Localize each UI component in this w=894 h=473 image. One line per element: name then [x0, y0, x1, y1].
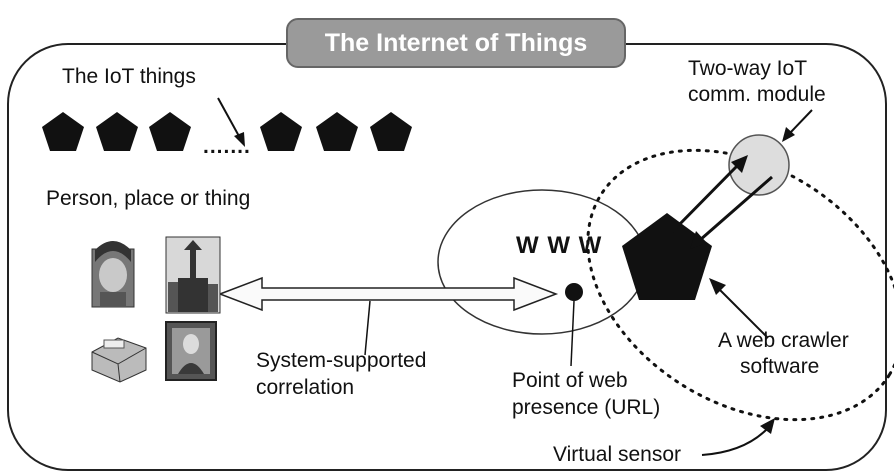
crawler-label-arrow [717, 287, 769, 339]
arrowhead-icon [690, 231, 707, 249]
pentagon-icon [260, 112, 302, 151]
virtual-sensor-ellipse [586, 148, 894, 422]
picture-mona-lisa [165, 321, 217, 381]
arrowhead-icon [760, 418, 775, 434]
title-banner: The Internet of Things [286, 18, 626, 68]
picture-monument [165, 236, 221, 314]
module-label-arrow [789, 109, 813, 134]
arrowhead-icon [709, 278, 726, 295]
url-leader-line [570, 300, 575, 367]
ellipsis-dots: ....... [203, 135, 251, 158]
pentagon-icon [42, 112, 84, 151]
www-ellipse [437, 189, 647, 335]
virtual-sensor-arrow [701, 427, 769, 456]
person-place-thing-label: Person, place or thing [46, 187, 251, 210]
diagram-title: The Internet of Things [324, 28, 588, 57]
correlation-label-line1: System-supported [256, 349, 427, 372]
picture-woman-portrait [91, 241, 135, 308]
pentagon-icon [149, 112, 191, 151]
correlation-double-arrow [217, 276, 559, 312]
correlation-leader-line [364, 300, 371, 356]
arrowhead-icon [782, 127, 795, 142]
arrowhead-icon [234, 132, 245, 147]
iot-things-arrow [217, 97, 241, 139]
outer-frame [7, 43, 887, 471]
iot-things-label: The IoT things [62, 65, 196, 88]
crawler-pentagon-icon [622, 213, 712, 300]
url-label-line2: presence (URL) [512, 396, 661, 419]
pentagon-icon [370, 112, 412, 151]
arrowhead-icon [731, 155, 748, 173]
crawler-label-line1: A web crawler [718, 329, 849, 352]
iot-things-group [42, 112, 412, 151]
virtual-sensor-label: Virtual sensor [553, 443, 682, 466]
uplink-arrow [670, 163, 740, 234]
downlink-arrow [699, 175, 773, 242]
correlation-label-line2: correlation [256, 376, 355, 399]
comm-module-label-line1: Two-way IoT [688, 57, 808, 80]
www-label: W W W [516, 232, 603, 259]
crawler-label-line2: software [740, 355, 820, 378]
url-point [565, 283, 583, 301]
pentagon-icon [96, 112, 138, 151]
comm-module-label-line2: comm. module [688, 83, 826, 106]
url-label-line1: Point of web [512, 369, 628, 392]
picture-printer [91, 337, 147, 383]
comm-module-circle [728, 134, 790, 196]
pentagon-icon [316, 112, 358, 151]
